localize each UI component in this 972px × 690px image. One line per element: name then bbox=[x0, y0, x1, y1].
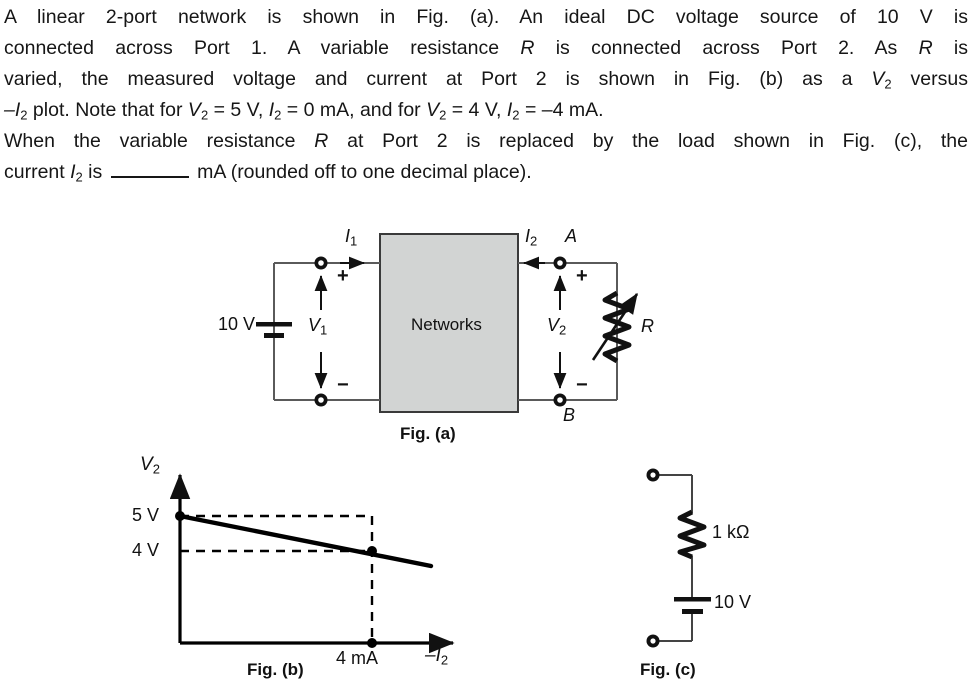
question-line-1-text: A linear 2-port network is shown in Fig.… bbox=[4, 6, 968, 28]
variable-I2-b: I bbox=[506, 99, 513, 121]
label-xtick-4ma: 4 mA bbox=[336, 648, 379, 668]
fig-c-wires bbox=[655, 474, 693, 642]
question-line-4-part-a: plot. Note that for bbox=[27, 99, 188, 121]
caption-fig-a: Fig. (a) bbox=[400, 424, 456, 443]
caption-fig-c: Fig. (c) bbox=[640, 660, 696, 679]
variable-I2-c: I bbox=[70, 161, 76, 183]
question-line-3: varied, the measured voltage and current… bbox=[4, 64, 968, 95]
question-line-4-part-b: = 5 V, bbox=[208, 99, 269, 121]
question-line-2-part-c: is bbox=[932, 37, 969, 59]
label-ytick-4v: 4 V bbox=[132, 540, 160, 560]
label-source-10v: 10 V bbox=[218, 314, 256, 334]
plot-point-5v bbox=[175, 511, 185, 521]
variable-minus-I2-symbol: –I bbox=[4, 99, 21, 121]
resistor-1k-symbol bbox=[677, 509, 707, 560]
label-plus-port2: + bbox=[576, 265, 588, 287]
label-source-10v-load: 10 V bbox=[714, 592, 752, 612]
question-line-4-part-c: = 0 mA, and for bbox=[281, 99, 427, 121]
fig-c-terminals bbox=[646, 468, 660, 648]
variable-V2-a: V bbox=[187, 99, 201, 121]
question-line-2-part-b: is connected across Port 2. As bbox=[534, 37, 919, 59]
question-line-4: –I2 plot. Note that for V2 = 5 V, I2 = 0… bbox=[4, 95, 968, 126]
label-i2: I2 bbox=[525, 226, 538, 249]
variable-V2-a-sub: 2 bbox=[200, 107, 209, 123]
question-line-4-part-e: = –4 mA. bbox=[519, 99, 604, 121]
label-node-a: A bbox=[565, 226, 578, 246]
fig-c-dc-source bbox=[674, 597, 711, 614]
question-line-6: current I2 is mA (rounded off to one dec… bbox=[4, 157, 968, 188]
fig-b-plot bbox=[169, 473, 455, 654]
dc-source-10v bbox=[256, 322, 292, 338]
variable-resistor-symbol bbox=[591, 290, 639, 364]
label-minus-port2: − bbox=[576, 374, 588, 396]
plot-point-4v bbox=[367, 546, 377, 556]
label-networks-box: Networks bbox=[411, 315, 482, 334]
variable-I2-b-sub: 2 bbox=[512, 107, 520, 123]
question-line-5-part-b: at Port 2 is replaced by the load shown … bbox=[328, 130, 968, 152]
variable-R-1: R bbox=[520, 37, 535, 59]
variable-V2-b: V bbox=[426, 99, 440, 121]
label-i1: I1 bbox=[345, 226, 358, 249]
question-text: A linear 2-port network is shown in Fig.… bbox=[4, 2, 968, 188]
variable-I2-c-sub: 2 bbox=[75, 169, 83, 185]
label-plot-x-axis: –I2 bbox=[425, 645, 449, 668]
question-line-6-part-b: is bbox=[82, 161, 108, 183]
question-line-5-part-a: When the variable resistance bbox=[4, 130, 315, 152]
label-resistor-1k: 1 kΩ bbox=[712, 522, 750, 542]
variable-I2-a: I bbox=[268, 99, 275, 121]
question-line-3-part-b: versus bbox=[891, 68, 968, 90]
plot-data-line bbox=[177, 513, 434, 569]
question-line-2-part-a: connected across Port 1. A variable resi… bbox=[4, 37, 521, 59]
variable-I2-a-sub: 2 bbox=[274, 107, 282, 123]
label-node-b: B bbox=[563, 405, 576, 425]
variable-V2-symbol: V bbox=[871, 68, 885, 90]
label-v1: V1 bbox=[308, 315, 328, 338]
label-plot-y-axis: V2 bbox=[140, 454, 160, 477]
caption-fig-b: Fig. (b) bbox=[247, 660, 304, 679]
question-line-2: connected across Port 1. A variable resi… bbox=[4, 33, 968, 64]
question-line-1: A linear 2-port network is shown in Fig.… bbox=[4, 2, 968, 33]
plot-point-4ma bbox=[367, 638, 377, 648]
fig-c-load bbox=[646, 468, 711, 648]
variable-V2-subscript: 2 bbox=[884, 76, 892, 92]
label-plus-port1: + bbox=[337, 265, 349, 287]
label-minus-port1: − bbox=[337, 374, 349, 396]
answer-blank[interactable] bbox=[110, 162, 189, 178]
question-line-4-part-d: = 4 V, bbox=[446, 99, 507, 121]
variable-V2-b-sub: 2 bbox=[439, 107, 447, 123]
variable-R-3: R bbox=[314, 130, 329, 152]
label-ytick-5v: 5 V bbox=[132, 505, 160, 525]
question-line-3-part-a: varied, the measured voltage and current… bbox=[4, 68, 872, 90]
question-line-6-part-c: mA (rounded off to one decimal place). bbox=[191, 161, 532, 183]
label-resistor-R: R bbox=[641, 316, 654, 336]
label-v2: V2 bbox=[547, 315, 567, 338]
question-line-5: When the variable resistance R at Port 2… bbox=[4, 126, 968, 157]
question-line-6-part-a: current bbox=[4, 161, 71, 183]
variable-minus-I2-subscript: 2 bbox=[20, 107, 28, 123]
variable-R-2: R bbox=[918, 37, 933, 59]
